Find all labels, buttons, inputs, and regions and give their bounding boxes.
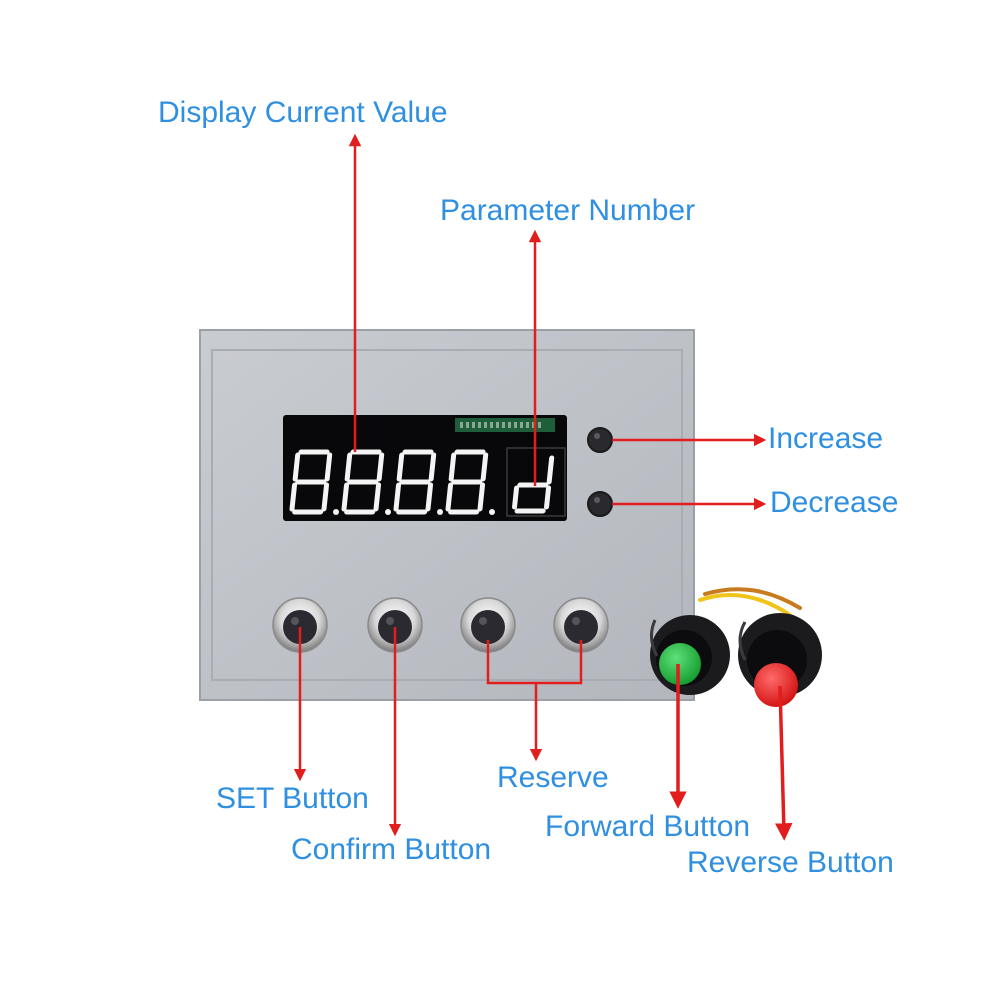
- digit-5: [512, 455, 555, 514]
- digit-1: [289, 449, 333, 515]
- label-parameter-number: Parameter Number: [440, 194, 696, 227]
- reserve-bracket: [486, 640, 583, 685]
- reserve-button-2[interactable]: [553, 597, 609, 653]
- digit-2: [341, 449, 385, 515]
- reverse-button[interactable]: [738, 613, 822, 707]
- label-reserve: Reserve: [497, 761, 609, 794]
- label-forward-button: Forward Button: [545, 810, 751, 843]
- led-display: [283, 415, 567, 521]
- label-reverse-button: Reverse Button: [687, 846, 894, 879]
- label-confirm-button: Confirm Button: [291, 833, 492, 866]
- label-increase: Increase: [768, 422, 884, 455]
- reserve-button-1[interactable]: [460, 597, 516, 653]
- increase-button[interactable]: [587, 427, 613, 453]
- arrows: [293, 133, 793, 841]
- forward-button[interactable]: [650, 615, 730, 695]
- label-set-button: SET Button: [216, 782, 369, 815]
- decrease-button[interactable]: [587, 491, 613, 517]
- label-decrease: Decrease: [770, 486, 899, 519]
- digit-4: [445, 449, 489, 515]
- label-display-current-value: Display Current Value: [158, 96, 448, 129]
- arrow-reverse-button: [775, 685, 793, 841]
- digit-3: [393, 449, 437, 515]
